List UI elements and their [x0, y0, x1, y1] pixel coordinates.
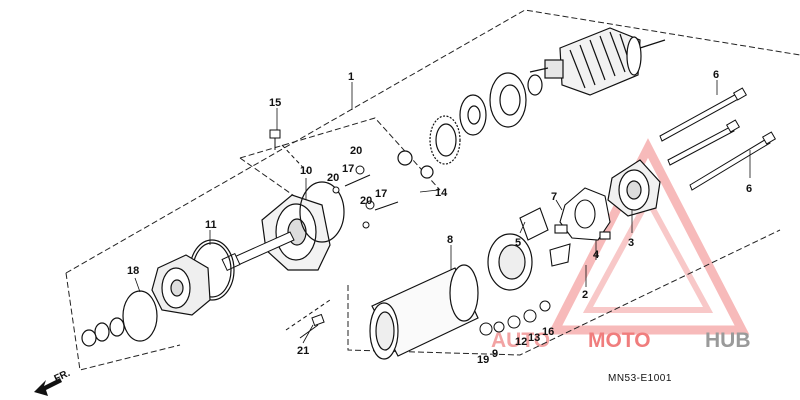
callout-10: 10: [300, 165, 312, 177]
armature: [529, 27, 666, 96]
front-direction-indicator: FR.: [34, 368, 72, 396]
callout-16: 16: [542, 326, 554, 338]
callout-15: 15: [269, 97, 281, 109]
callout-21: 21: [297, 345, 309, 357]
watermark-word-hub: HUB: [705, 329, 751, 352]
callout-6-top: 6: [713, 69, 719, 81]
callouts: 1 2 3 4 5 6 6 7 8 9 10 11 12 13 14 15 16…: [127, 69, 752, 366]
callout-6-right: 6: [746, 183, 752, 195]
callout-12: 12: [515, 336, 527, 348]
callout-11: 11: [205, 219, 217, 231]
callout-1: 1: [348, 71, 354, 83]
callout-20-top: 20: [350, 145, 362, 157]
callout-2: 2: [582, 289, 588, 301]
front-bracket: [261, 181, 345, 271]
rear-cover: [607, 159, 661, 217]
callout-17-lower: 17: [375, 188, 387, 200]
callout-7: 7: [551, 191, 557, 203]
callout-8: 8: [447, 234, 453, 246]
assembly-outline: [65, 9, 800, 371]
callout-17-upper: 17: [342, 163, 354, 175]
leader-lines: [134, 80, 751, 344]
diagram-part-code: MN53-E1001: [608, 373, 672, 384]
terminal-hardware: [332, 165, 399, 229]
washers-upper: [397, 72, 543, 179]
callout-19: 19: [477, 354, 489, 366]
callout-3: 3: [628, 237, 634, 249]
callout-4: 4: [593, 249, 600, 261]
callout-13: 13: [528, 332, 540, 344]
brush-holder: [519, 187, 611, 267]
yoke-housing: [369, 233, 533, 360]
callout-14: 14: [435, 187, 448, 199]
through-bolts: [659, 87, 777, 191]
drive-shaft: [221, 231, 295, 272]
callout-20-low: 20: [360, 195, 372, 207]
callout-18: 18: [127, 265, 139, 277]
watermark-word-moto: MOTO: [588, 329, 651, 352]
callout-20-mid: 20: [327, 172, 339, 184]
washers-lower: [479, 300, 551, 336]
watermark-word-auto: AUTO: [491, 329, 550, 352]
front-washers: [81, 290, 158, 347]
gear-housing: [151, 254, 211, 316]
front-direction-label: FR.: [53, 368, 72, 385]
mounting-bolts: [269, 129, 331, 339]
callout-5: 5: [515, 237, 521, 249]
callout-9: 9: [492, 348, 498, 360]
